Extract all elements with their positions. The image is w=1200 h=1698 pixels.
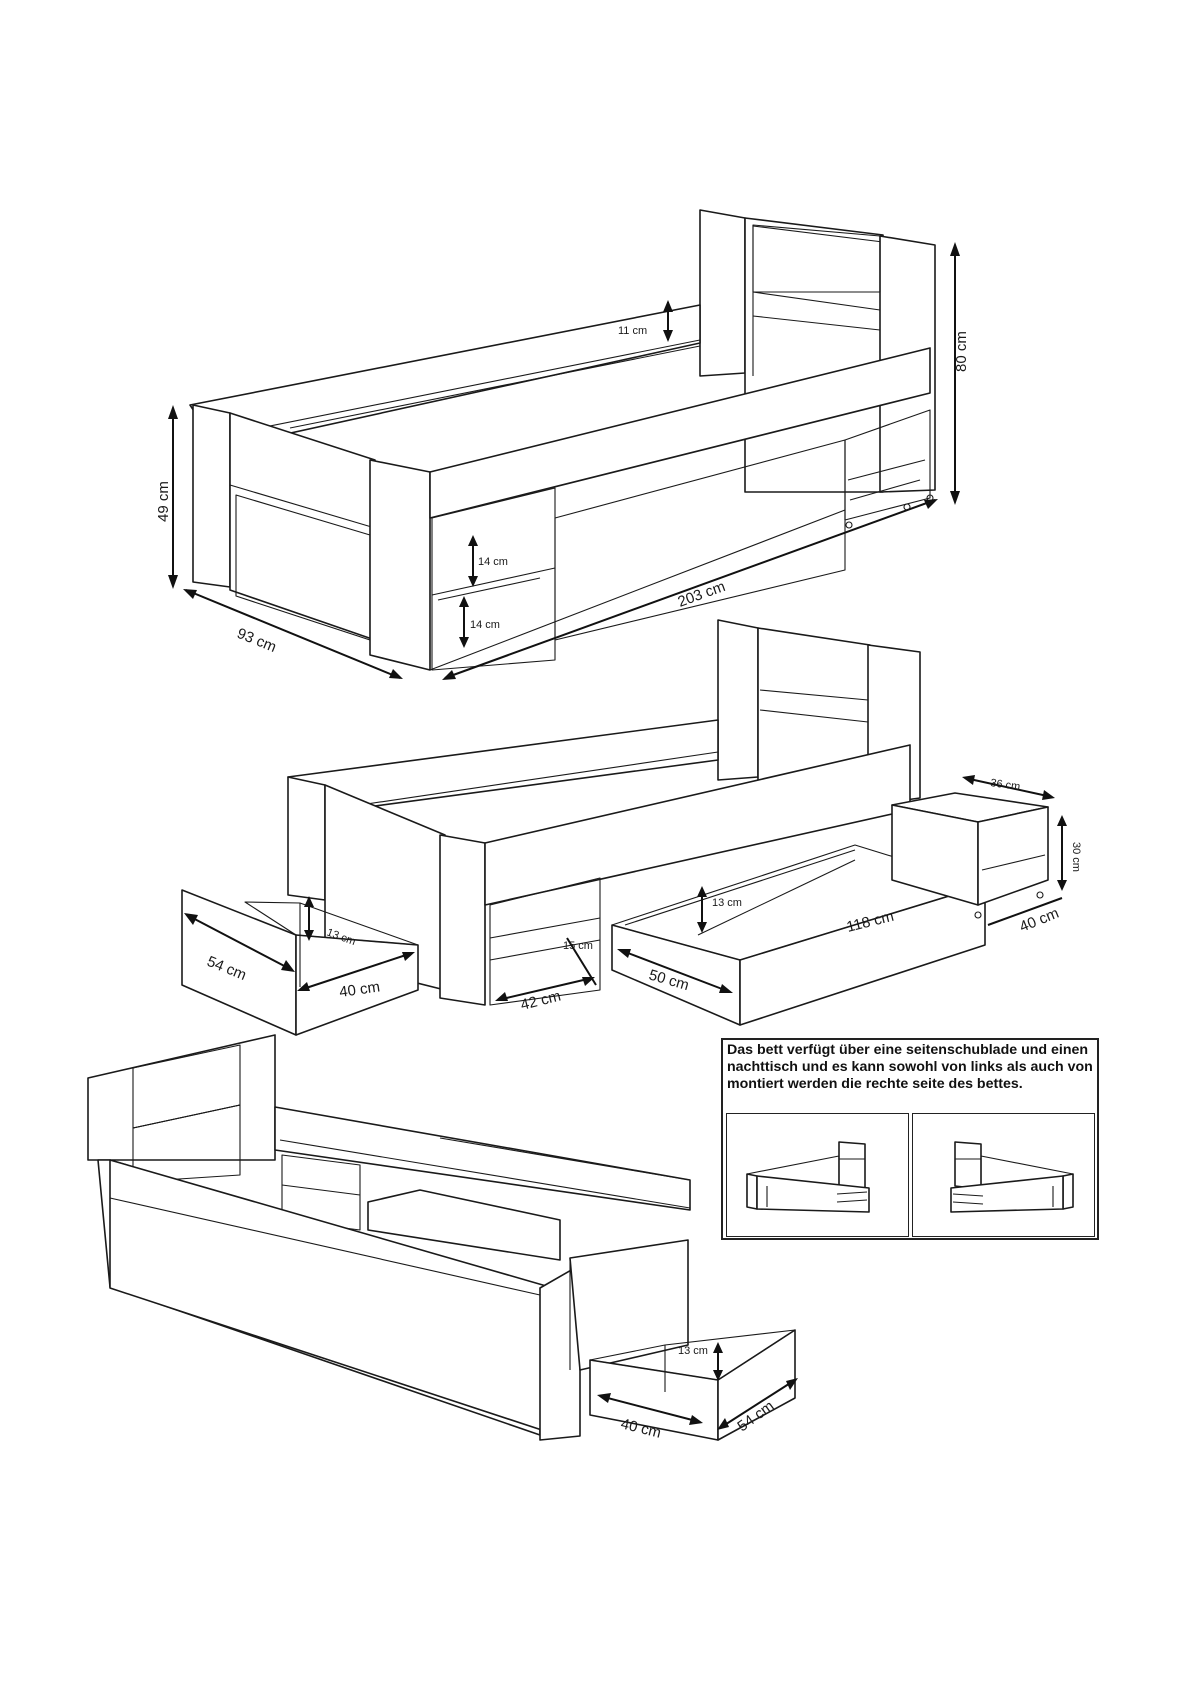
dim-shelf-lower: 14 cm — [470, 619, 500, 631]
dim-nightstand-height: 30 cm — [1070, 842, 1082, 872]
dim-top-rail-height: 11 cm — [618, 325, 647, 337]
mounting-note-box: Das bett verfügt über eine seitenschubla… — [721, 1038, 1099, 1240]
dim-length: 203 cm — [676, 578, 728, 611]
dim-shelf-width: 42 cm — [519, 988, 563, 1014]
bed-view-3: 13 cm 40 cm 54 cm — [87, 1034, 798, 1442]
bed-view-2: 13 cm 54 cm 40 cm 42 cm 15 cm 13 cm 118 … — [181, 619, 1082, 1036]
dim-side-height: 49 cm — [155, 481, 172, 522]
dim-shelf-upper: 14 cm — [478, 556, 508, 568]
dim-shelf-depth: 15 cm — [563, 940, 593, 952]
right-variant-thumbnail — [912, 1113, 1095, 1237]
bed-right-icon — [950, 1141, 1074, 1213]
dim-nightstand-depth: 40 cm — [1017, 905, 1061, 936]
dim-left-drawer-width: 40 cm — [338, 978, 381, 1001]
dim-side-drawer-height: 13 cm — [678, 1345, 708, 1357]
dim-headboard-height: 80 cm — [953, 331, 970, 372]
bed-left-icon — [746, 1141, 870, 1213]
dim-nightstand-width: 36 cm — [990, 777, 1021, 793]
left-variant-thumbnail — [726, 1113, 909, 1237]
dim-long-drawer-height: 13 cm — [712, 897, 742, 909]
mounting-note-text: Das bett verfügt über eine seitenschubla… — [727, 1042, 1093, 1092]
bed-view-1: 80 cm 11 cm 49 cm 93 cm 203 cm 14 cm 14 … — [155, 209, 970, 680]
dim-width: 93 cm — [235, 625, 279, 656]
